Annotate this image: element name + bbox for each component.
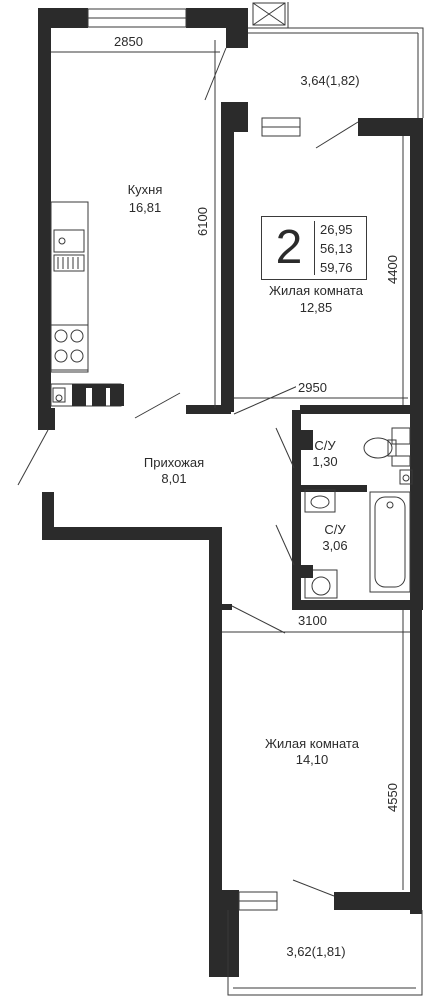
wall-top-corner <box>226 8 248 48</box>
wall-living1-bottom <box>300 405 417 414</box>
doors <box>17 47 359 897</box>
wall-top-left <box>38 8 88 28</box>
sink-drain-icon <box>58 237 66 245</box>
balcony-top-area: 3,64(1,82) <box>300 73 360 88</box>
kitchen-area: 16,81 <box>128 200 162 215</box>
wall-living2-right <box>410 604 422 914</box>
living1-area: 12,85 <box>299 300 333 315</box>
boiler-bath-dot-icon <box>402 474 410 482</box>
burner-4-icon <box>70 349 84 363</box>
cabinet-block-2 <box>92 384 106 406</box>
bathtub-drain-icon <box>386 501 394 509</box>
walls <box>38 8 423 977</box>
summary-areas: 26,95 56,13 59,76 <box>320 220 364 277</box>
wall-bath-left <box>292 410 301 610</box>
area-total: 56,13 <box>320 241 353 256</box>
washing-machine-drum-icon <box>311 576 331 596</box>
cabinet-block-3 <box>110 384 124 406</box>
thin-lines <box>87 2 424 996</box>
bathtub-inner-icon <box>374 496 406 588</box>
burner-3-icon <box>54 349 68 363</box>
washing-machine-icon <box>304 569 338 599</box>
wall-living2-bottom-right <box>334 892 422 910</box>
sink-icon <box>53 229 85 253</box>
bath2-name: С/У <box>324 522 346 537</box>
dim-kitchen-length-label: 6100 <box>194 205 210 238</box>
shaft-box-2 <box>391 455 411 467</box>
hall-name: Прихожая <box>143 455 205 470</box>
shaft-box-1 <box>391 427 411 445</box>
cabinet-block-1 <box>72 384 86 406</box>
wall-kitchen-left <box>38 8 51 408</box>
dim-living2-length-label: 4550 <box>384 781 400 814</box>
bath2-area: 3,06 <box>322 538 348 553</box>
balcony-bottom-area: 3,62(1,81) <box>286 944 346 959</box>
kitchen-fixtures <box>50 201 122 407</box>
vent-cross-b <box>252 2 286 26</box>
wall-corridor-stub <box>222 604 232 610</box>
wall-bath-right <box>410 410 423 610</box>
wall-bath-bottom <box>292 600 422 610</box>
wall-kitchen-living <box>221 102 234 412</box>
washbasin-bowl-icon <box>310 495 330 509</box>
bath-wall-fill <box>301 430 313 578</box>
dim-living1-length-label: 4400 <box>384 253 400 286</box>
wall-hall-bottom <box>42 527 222 540</box>
door-bath1 <box>275 427 295 469</box>
door-balcony-living1 <box>315 121 359 149</box>
toilet-icon <box>363 437 393 459</box>
wall-entrance-top <box>38 408 55 430</box>
washbasin-icon <box>304 489 336 513</box>
door-kitchen <box>134 392 181 419</box>
living1-name: Жилая комната <box>269 283 363 298</box>
door-living1 <box>233 384 301 415</box>
wall-kitchen-hall <box>186 405 231 414</box>
summary-separator <box>314 221 315 275</box>
boiler-icon <box>52 387 66 403</box>
bath-inner-wall-2 <box>301 565 313 578</box>
wall-corridor-left <box>209 527 222 977</box>
boiler-bath-icon <box>399 469 413 485</box>
burner-2-icon <box>70 329 84 343</box>
dim-kitchen-width-label: 2850 <box>112 34 145 49</box>
kitchen-name: Кухня <box>127 182 163 197</box>
area-living: 26,95 <box>320 222 353 237</box>
burner-1-icon <box>54 329 68 343</box>
dim-living1-width-label: 2950 <box>296 380 329 395</box>
dish-rack-icon <box>53 254 85 272</box>
living2-name: Жилая комната <box>265 736 359 751</box>
bath-inner-wall-1 <box>301 430 313 450</box>
vent-box <box>252 2 286 26</box>
bath1-name: С/У <box>314 438 336 453</box>
wall-living1-top <box>358 118 423 136</box>
wall-living1-right <box>410 118 423 418</box>
dimension-lines <box>51 40 410 890</box>
balcony-top-outline <box>248 27 424 118</box>
kitchen-counter <box>50 201 89 373</box>
wall-bath-mid <box>292 485 367 492</box>
wall-top-right <box>186 8 236 28</box>
door-entrance <box>17 429 49 486</box>
kitchen-cabinet-fill <box>72 384 124 406</box>
bathroom-fixtures <box>304 427 413 599</box>
boiler-dot-icon <box>55 394 63 402</box>
cabinet-top-bar <box>72 384 124 388</box>
dim-living2-width-label: 3100 <box>296 613 329 628</box>
door-balcony-top <box>204 47 227 101</box>
door-bath2 <box>275 524 295 566</box>
bathtub-icon <box>369 491 411 593</box>
area-total-with-balcony: 59,76 <box>320 260 353 275</box>
bath1-area: 1,30 <box>312 454 338 469</box>
rooms-count: 2 <box>275 221 303 274</box>
stove-icon <box>50 324 89 371</box>
hall-area: 8,01 <box>161 471 187 486</box>
apartment-summary: 2 26,95 56,13 59,76 <box>261 216 367 280</box>
wall-divider-stub <box>228 102 248 132</box>
living2-area: 14,10 <box>295 752 329 767</box>
door-balcony-bottom <box>292 879 335 897</box>
door-living2 <box>231 605 286 634</box>
balcony-bottom-outline <box>227 910 423 996</box>
wall-bottom-room-left <box>209 890 239 977</box>
